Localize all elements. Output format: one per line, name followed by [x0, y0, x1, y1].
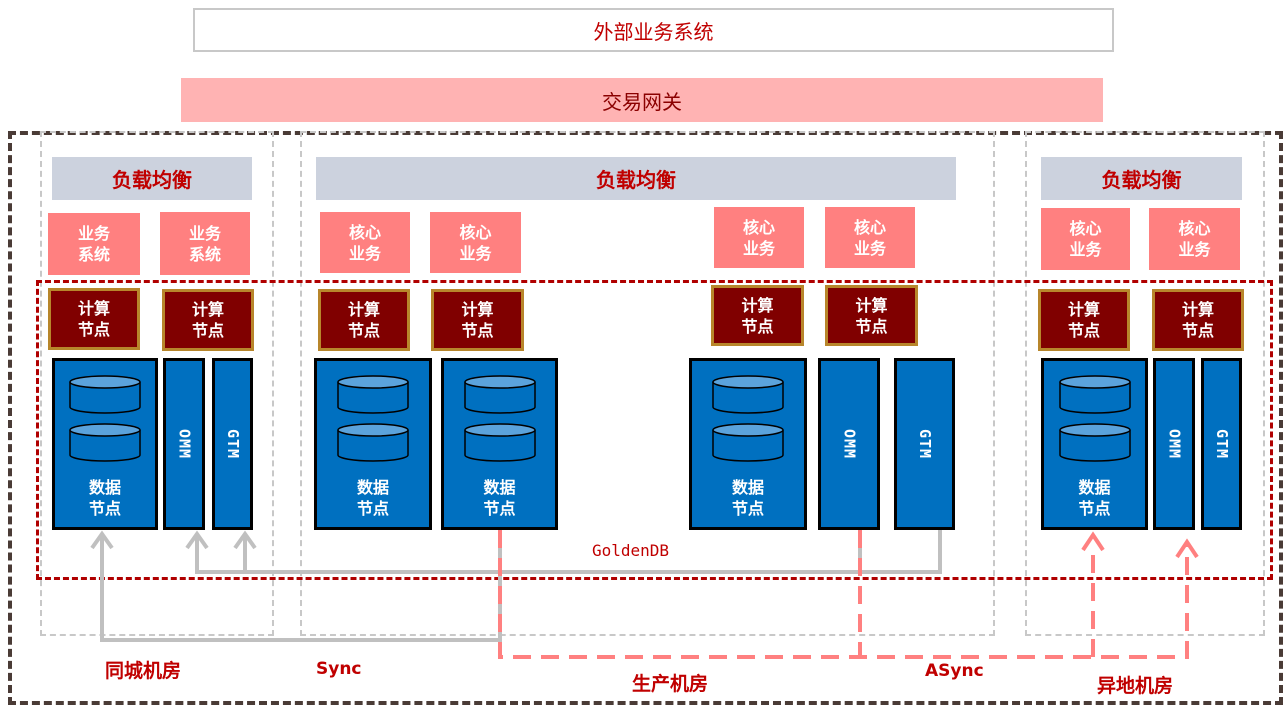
- async-lines: [498, 530, 1189, 659]
- production-room-boundary: [300, 131, 995, 636]
- core-business-box: 核心业务: [714, 207, 804, 268]
- production-room-label: 生产机房: [632, 673, 709, 695]
- data-node-label: 数据节点: [88, 478, 121, 518]
- gtm-node: GTM: [212, 358, 253, 530]
- compute-node: 计算节点: [825, 285, 918, 346]
- core-business-label: 核心业务: [1069, 219, 1102, 259]
- remote-room-boundary: [1025, 131, 1265, 636]
- compute-node-label: 计算节点: [1181, 300, 1214, 340]
- database-icon: [69, 375, 141, 414]
- compute-node-label: 计算节点: [77, 299, 110, 339]
- data-node: 数据节点: [441, 358, 558, 530]
- compute-node-label: 计算节点: [347, 300, 380, 340]
- business-system-label: 业务系统: [77, 224, 110, 264]
- compute-node: 计算节点: [162, 289, 254, 351]
- gtm-label: GTM: [1213, 428, 1231, 460]
- goldendb-boundary: [36, 280, 1273, 580]
- gtm-node: GTM: [894, 358, 955, 530]
- overall-boundary: [8, 131, 1283, 705]
- core-business-label: 核心业务: [459, 222, 492, 263]
- data-node: 数据节点: [689, 358, 807, 530]
- database-icon: [337, 375, 409, 414]
- business-system-box: 业务系统: [160, 212, 250, 275]
- transaction-gateway: 交易网关: [181, 78, 1103, 122]
- sync-label: Sync: [316, 659, 362, 679]
- compute-node-label: 计算节点: [855, 295, 888, 336]
- core-business-box: 核心业务: [430, 212, 521, 273]
- core-business-box: 核心业务: [320, 212, 410, 273]
- async-label: ASync: [925, 661, 984, 681]
- database-icon: [1058, 423, 1131, 462]
- async-arrowheads: [1081, 531, 1199, 559]
- business-system-box: 业务系统: [48, 213, 140, 275]
- database-icon: [463, 375, 536, 414]
- gtm-label: GTM: [224, 428, 242, 460]
- external-business-system: 外部业务系统: [193, 8, 1114, 52]
- gtm-label: GTM: [916, 428, 934, 460]
- compute-node: 计算节点: [318, 289, 410, 351]
- compute-node-label: 计算节点: [1067, 300, 1100, 340]
- sync-lines: [90, 530, 942, 642]
- omm-node: OMM: [163, 358, 205, 530]
- omm-node: OMM: [1153, 358, 1195, 530]
- core-business-label: 核心业务: [853, 217, 886, 258]
- same-city-room-label: 同城机房: [105, 660, 182, 682]
- data-node: 数据节点: [52, 358, 158, 530]
- goldendb-label: GoldenDB: [592, 541, 670, 560]
- data-node: 数据节点: [314, 358, 432, 530]
- database-icon: [69, 423, 141, 462]
- gtm-node: GTM: [1201, 358, 1242, 530]
- data-node-label: 数据节点: [731, 478, 764, 518]
- database-icon: [463, 423, 536, 462]
- core-business-label: 核心业务: [348, 222, 381, 263]
- same-city-room-boundary: [40, 131, 274, 636]
- load-balancer-remote: 负载均衡: [1041, 157, 1242, 200]
- database-icon: [1058, 375, 1131, 414]
- compute-node: 计算节点: [1152, 289, 1244, 351]
- compute-node-label: 计算节点: [461, 300, 494, 340]
- data-node: 数据节点: [1041, 358, 1148, 530]
- business-system-label: 业务系统: [188, 223, 221, 264]
- core-business-box: 核心业务: [1149, 208, 1240, 270]
- compute-node-label: 计算节点: [741, 295, 774, 336]
- omm-node: OMM: [818, 358, 880, 530]
- compute-node: 计算节点: [48, 288, 140, 350]
- omm-label: OMM: [175, 428, 194, 460]
- core-business-box: 核心业务: [1041, 208, 1130, 270]
- compute-node: 计算节点: [1038, 289, 1130, 351]
- core-business-label: 核心业务: [742, 217, 775, 258]
- database-icon: [712, 423, 784, 462]
- data-node-label: 数据节点: [356, 478, 389, 518]
- omm-label: OMM: [1165, 428, 1184, 460]
- compute-node: 计算节点: [711, 285, 804, 346]
- compute-node: 计算节点: [431, 289, 524, 351]
- load-balancer-production: 负载均衡: [316, 157, 956, 200]
- core-business-label: 核心业务: [1178, 219, 1211, 259]
- omm-label: OMM: [840, 428, 859, 460]
- core-business-box: 核心业务: [825, 207, 915, 268]
- database-icon: [712, 375, 784, 414]
- database-icon: [337, 423, 409, 462]
- data-node-label: 数据节点: [1078, 478, 1111, 518]
- load-balancer-same-city: 负载均衡: [52, 157, 252, 200]
- data-node-label: 数据节点: [483, 478, 516, 518]
- remote-room-label: 异地机房: [1097, 675, 1174, 697]
- compute-node-label: 计算节点: [191, 300, 224, 340]
